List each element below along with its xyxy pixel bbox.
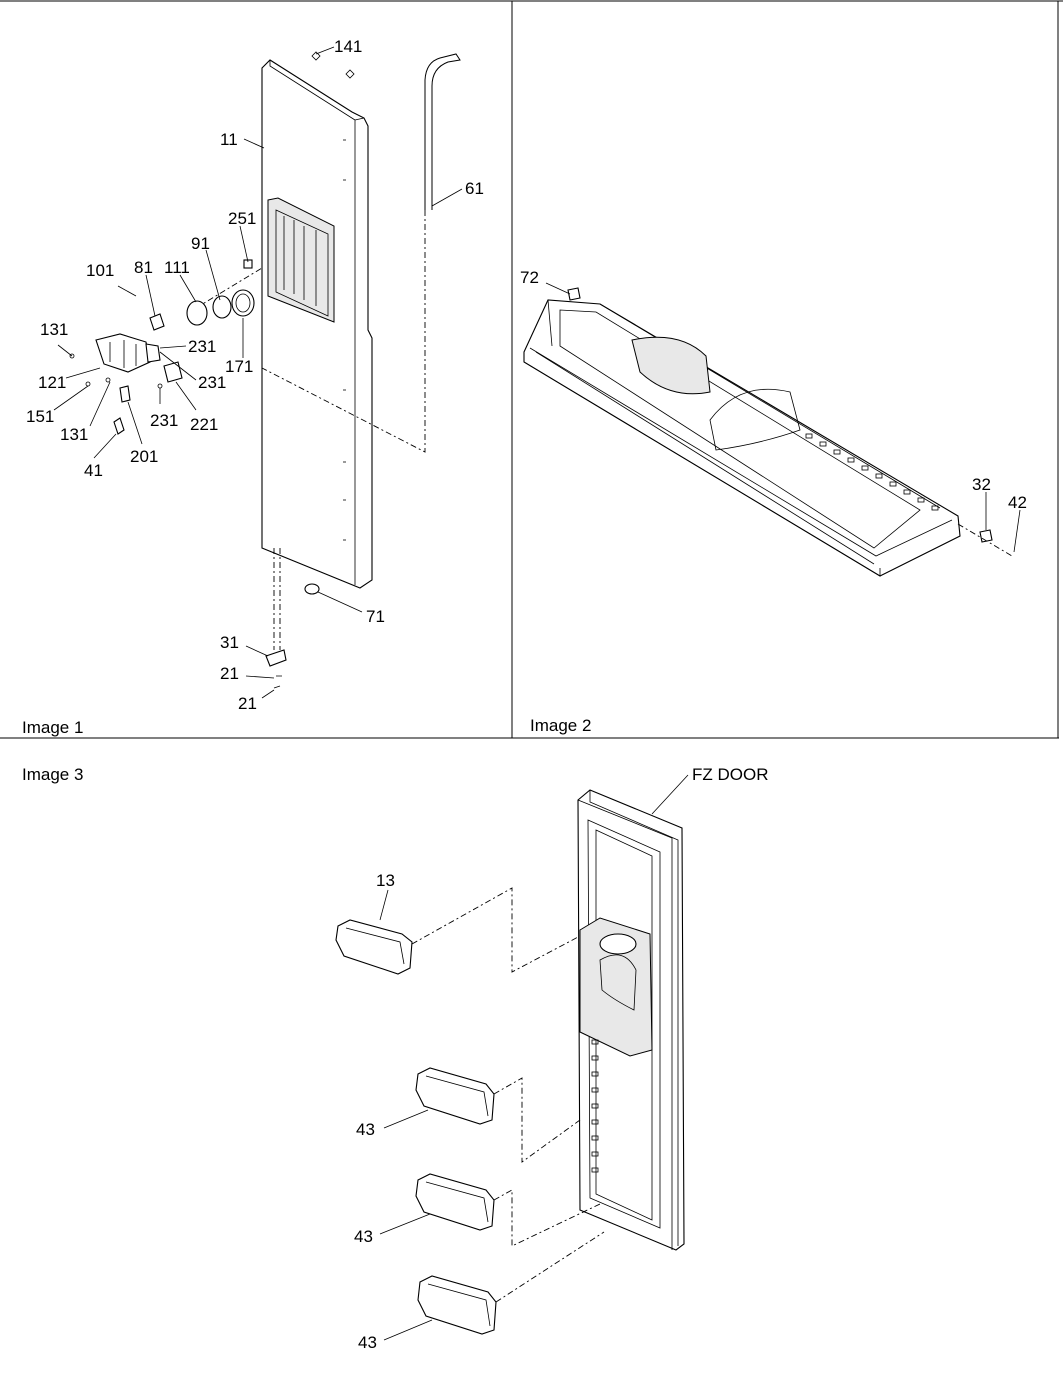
part-231-a — [145, 343, 161, 363]
callout-141: 141 — [334, 37, 362, 56]
image-3-callouts: FZ DOOR 13 43 43 43 — [354, 765, 769, 1352]
callout-21-b: 21 — [238, 694, 257, 713]
door-panel-11 — [261, 59, 373, 589]
part-111 — [186, 300, 208, 326]
callout-32: 32 — [972, 475, 991, 494]
callout-43-c: 43 — [358, 1333, 377, 1352]
callout-231-b: 231 — [198, 373, 226, 392]
part-91 — [212, 295, 232, 319]
part-31 — [265, 649, 287, 667]
callout-61: 61 — [465, 179, 484, 198]
tray-hump — [631, 336, 711, 395]
part-251 — [243, 259, 253, 269]
callout-72: 72 — [520, 268, 539, 287]
bin-43-b — [415, 1173, 495, 1231]
part-171 — [231, 289, 255, 317]
part-72 — [567, 287, 581, 301]
panel-borders — [0, 0, 1063, 739]
tube-61 — [424, 53, 461, 210]
image-2-caption: Image 2 — [530, 716, 591, 735]
callout-13: 13 — [376, 871, 395, 890]
callout-81: 81 — [134, 258, 153, 277]
callout-231-c: 231 — [150, 411, 178, 430]
bin-43-c — [417, 1275, 497, 1335]
part-121 — [95, 333, 151, 373]
part-41 — [113, 417, 125, 435]
image-3-drawing — [335, 774, 689, 1341]
callout-221: 221 — [190, 415, 218, 434]
bin-43-a — [415, 1067, 495, 1125]
callout-201: 201 — [130, 447, 158, 466]
callout-fz-door: FZ DOOR — [692, 765, 769, 784]
callout-131-b: 131 — [60, 425, 88, 444]
image-2-drawing — [523, 282, 1021, 577]
callout-42: 42 — [1008, 493, 1027, 512]
part-71 — [304, 583, 320, 595]
image-1-callouts: 141 11 61 251 91 111 81 101 131 231 171 … — [26, 37, 484, 713]
callout-43-a: 43 — [356, 1120, 375, 1139]
image-3-caption: Image 3 — [22, 765, 83, 784]
callout-121: 121 — [38, 373, 66, 392]
callout-43-b: 43 — [354, 1227, 373, 1246]
callout-11: 11 — [220, 130, 238, 149]
callout-31: 31 — [220, 633, 239, 652]
callout-91: 91 — [191, 234, 210, 253]
image-2-callouts: 72 32 42 — [520, 268, 1027, 512]
part-81 — [149, 313, 165, 331]
dispenser-knob — [599, 933, 637, 955]
dispenser-housing — [579, 917, 653, 1057]
tray-frame — [523, 299, 961, 577]
callout-101: 101 — [86, 261, 114, 280]
callout-71: 71 — [366, 607, 385, 626]
callout-231-a: 231 — [188, 337, 216, 356]
callout-111: 111 — [164, 258, 190, 277]
image-1-drawing — [53, 46, 463, 699]
callout-251: 251 — [228, 209, 256, 228]
callout-171: 171 — [225, 357, 253, 376]
callout-21-a: 21 — [220, 664, 239, 683]
bin-13 — [335, 919, 413, 975]
callout-131-a: 131 — [40, 320, 68, 339]
image-1-caption: Image 1 — [22, 718, 83, 737]
callout-41: 41 — [84, 461, 103, 480]
callout-151: 151 — [26, 407, 54, 426]
part-221 — [163, 361, 183, 383]
part-201 — [119, 385, 131, 403]
